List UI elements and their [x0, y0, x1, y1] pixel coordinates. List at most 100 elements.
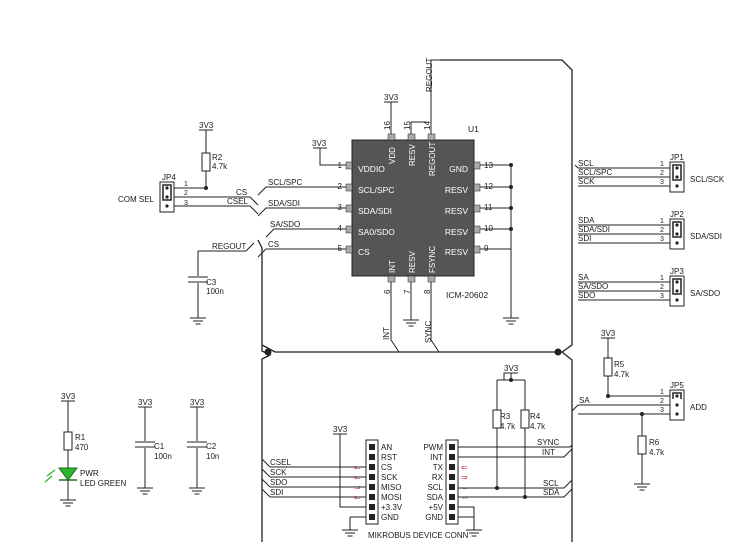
led-ref: PWR	[80, 469, 99, 478]
ic-pin-num: 14	[423, 121, 432, 130]
c3-value: 100n	[206, 287, 224, 296]
net-cs: CS	[236, 188, 247, 197]
jp5-pin: 2	[660, 398, 664, 405]
jp2-sda-sdi: JP2 SDA/SDI SDA SDA/SDI SDI 1 2 3	[578, 210, 722, 250]
jp1-net: SCK	[578, 177, 595, 186]
ic-pin-name: GND	[449, 164, 468, 174]
jp1-ref: JP1	[670, 153, 684, 162]
r2-value: 4.7k	[212, 162, 228, 171]
jp2-pin: 3	[660, 236, 664, 243]
net-3v3: 3V3	[190, 398, 205, 407]
jp5-pin: 1	[660, 389, 664, 396]
jp3-pin: 1	[660, 275, 664, 282]
jp1-label: SCL/SCK	[690, 175, 725, 184]
mb-right-label: GND	[425, 513, 443, 522]
mikrobus-connector: AN RST CS SCK MISO MOSI +3.3V GND PWM IN…	[261, 425, 573, 540]
jp5-add: JP5 ADD 1 2 3 SA 3V3 R5 4.7k R6 4.7k	[571, 329, 707, 491]
net-3v3: 3V3	[384, 93, 399, 102]
net-sda-sdi: SDA/SDI	[268, 199, 300, 208]
mb-right-label: PWM	[423, 443, 443, 452]
net-scl-spc: SCL/SPC	[268, 178, 302, 187]
net-int: INT	[542, 448, 555, 457]
net-int: INT	[382, 327, 391, 340]
net-regout: REGOUT	[425, 58, 434, 92]
mb-right-label: +5V	[429, 503, 444, 512]
ic-pin-num: 8	[423, 289, 432, 294]
r1-value: 470	[75, 443, 89, 452]
jp4-com-sel: JP4 COM SEL 1 2 3 CS CSEL 3V3 R2 4.7k	[118, 121, 259, 215]
net-cs: CS	[268, 240, 279, 249]
net-sdo: SDO	[270, 478, 287, 487]
ic-pin-name: SA0/SDO	[358, 227, 395, 237]
jp2-pin: 1	[660, 218, 664, 225]
mb-left-label: SCK	[381, 473, 398, 482]
ic-pin-name: RESV	[445, 247, 468, 257]
pwr-led-section: 3V3 R1 470 PWR LED GREEN 3V3 C1 100n 3V3…	[44, 392, 219, 507]
jp4-ref: JP4	[162, 173, 176, 182]
jp3-pin: 3	[660, 293, 664, 300]
ic-pin-name: FSYNC	[428, 246, 437, 273]
ic-pin-name: VDD	[388, 147, 397, 164]
ic-ref: U1	[468, 124, 479, 134]
ic-pin-name: RESV	[445, 185, 468, 195]
net-sync: SYNC	[537, 438, 559, 447]
jp4-label: COM SEL	[118, 195, 155, 204]
jp1-net: SCL/SPC	[578, 168, 612, 177]
mb-left-label: RST	[381, 453, 397, 462]
net-sa-sdo: SA/SDO	[270, 220, 300, 229]
ic-pin-num: 7	[403, 289, 412, 294]
ic-wiring: 3V3 3V3 REGOUT INT SYNC SCL/SPC SDA/SDI …	[188, 58, 520, 353]
mb-right-label: RX	[432, 473, 444, 482]
c2-ref: C2	[206, 442, 217, 451]
net-3v3: 3V3	[333, 425, 348, 434]
jp4-pin: 1	[184, 181, 188, 188]
jp4-pin: 2	[184, 190, 188, 197]
jp2-net: SDA	[578, 216, 595, 225]
net-3v3: 3V3	[138, 398, 153, 407]
jp3-net: SA/SDO	[578, 282, 608, 291]
jp1-pin: 1	[660, 161, 664, 168]
jp3-pin: 2	[660, 284, 664, 291]
c1-ref: C1	[154, 442, 165, 451]
jp2-pin: 2	[660, 227, 664, 234]
mb-right-label: SDA	[427, 493, 444, 502]
net-3v3: 3V3	[504, 364, 519, 373]
r2-ref: R2	[212, 153, 223, 162]
i2c-pullups: 3V3 R3 4.7k R4 4.7k	[492, 364, 546, 499]
svg-text:⇐: ⇐	[461, 463, 468, 472]
c1-value: 100n	[154, 452, 172, 461]
r4-value: 4.7k	[530, 422, 546, 431]
ic-pin-name: RESV	[445, 206, 468, 216]
mb-left-label: MISO	[381, 483, 401, 492]
ic-pin-name: RESV	[445, 227, 468, 237]
ic-pin-num: 15	[403, 121, 412, 130]
net-3v3: 3V3	[61, 392, 76, 401]
mb-left-label: +3.3V	[381, 503, 403, 512]
r1-ref: R1	[75, 433, 86, 442]
net-scl: SCL	[543, 479, 559, 488]
jp4-pin: 3	[184, 200, 188, 207]
jp2-label: SDA/SDI	[690, 232, 722, 241]
r3-value: 4.7k	[500, 422, 516, 431]
net-csel: CSEL	[270, 458, 291, 467]
svg-text:⇒: ⇒	[461, 473, 468, 482]
ic-pin-num: 6	[383, 289, 392, 294]
ic-pin-name: SCL/SPC	[358, 185, 394, 195]
mb-left-label: AN	[381, 443, 392, 452]
net-sck: SCK	[270, 468, 287, 477]
mb-left-label: MOSI	[381, 493, 401, 502]
jp1-scl-sck: JP1 SCL/SCK SCL SCL/SPC SCK 1 2 3	[574, 153, 725, 193]
r6-ref: R6	[649, 438, 660, 447]
ic-pin-name: RESV	[408, 144, 417, 166]
mb-right-label: SCL	[427, 483, 443, 492]
jp5-pin: 3	[660, 407, 664, 414]
jp2-ref: JP2	[670, 210, 684, 219]
jp5-label: ADD	[690, 403, 707, 412]
jp1-pin: 2	[660, 170, 664, 177]
jp3-sa-sdo: JP3 SA/SDO SA SA/SDO SDO 1 2 3	[578, 267, 720, 307]
ic-pin-name: REGOUT	[428, 142, 437, 176]
c3-ref: C3	[206, 278, 217, 287]
jp3-net: SDO	[578, 291, 595, 300]
jp1-net: SCL	[578, 159, 594, 168]
jp5-ref: JP5	[670, 381, 684, 390]
